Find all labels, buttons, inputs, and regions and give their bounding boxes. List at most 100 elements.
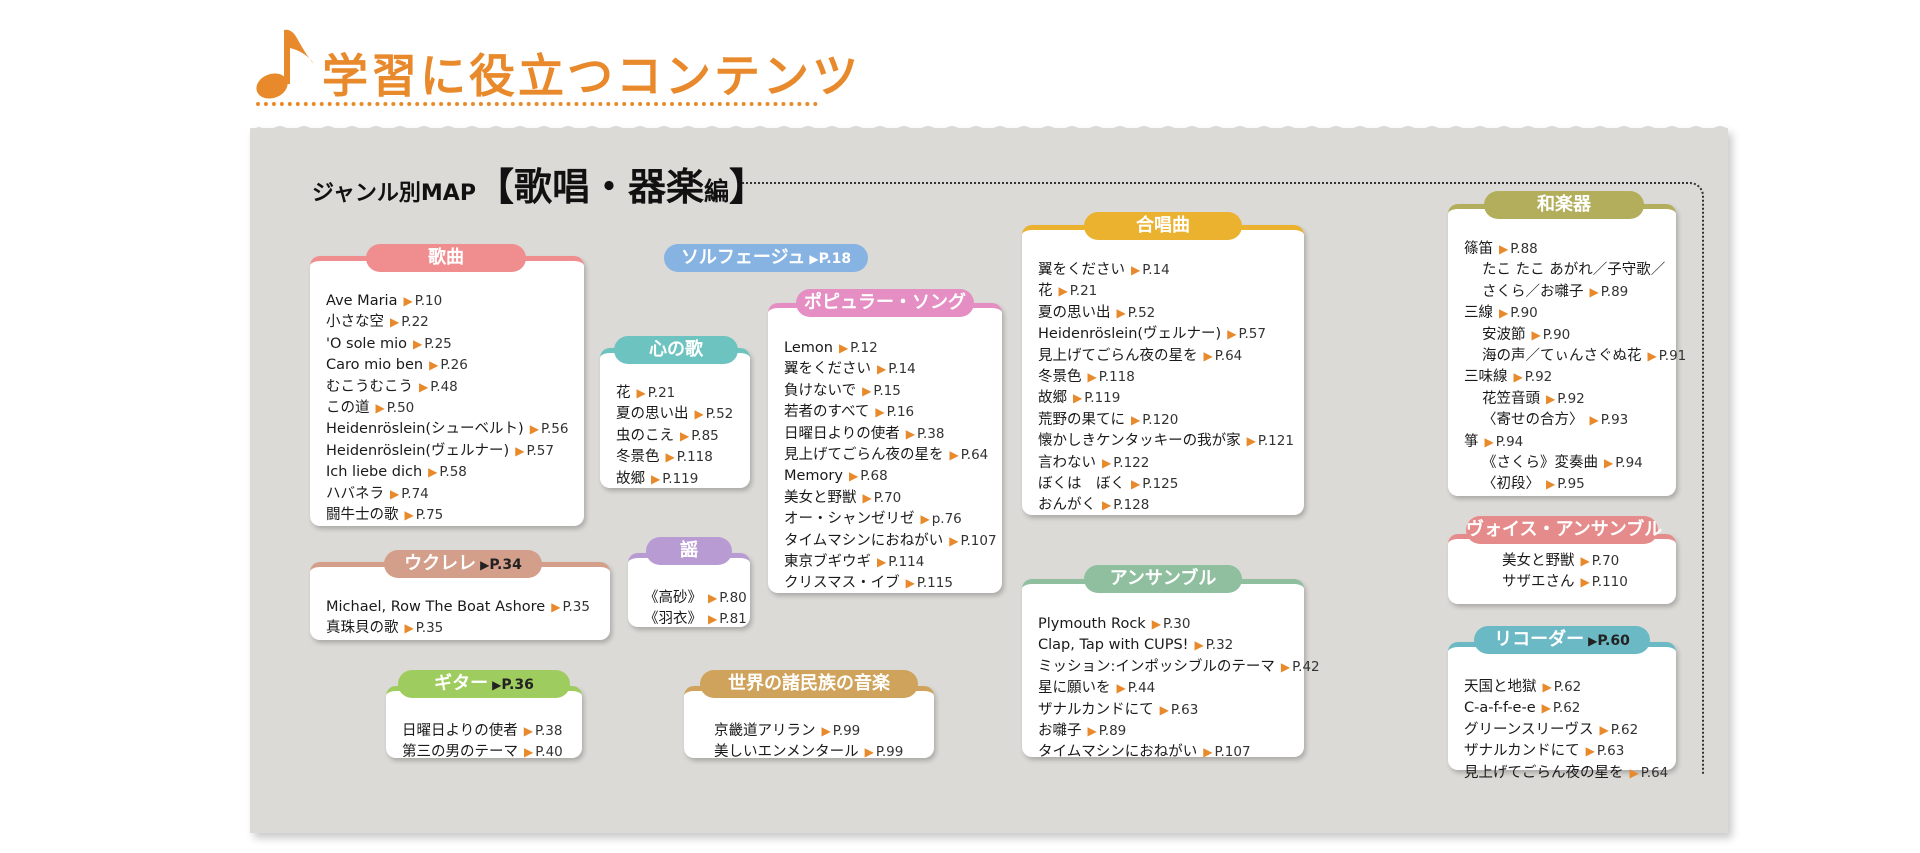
section-voice-label: ヴォイス・アンサンブル — [1466, 516, 1662, 544]
utai-list: 《高砂》▶P.80《羽衣》▶P.81 — [644, 588, 747, 631]
page-ref: P.121 — [1257, 433, 1294, 450]
list-item: 東京ブギウギ▶P.114 — [784, 552, 996, 573]
list-item: ぼくは ぼく▶P.125 — [1038, 474, 1298, 495]
page-ref: P.57 — [1238, 326, 1266, 343]
list-item: 第三の男のテーマ▶P.40 — [402, 742, 576, 763]
arrow-icon: ▶ — [694, 407, 704, 422]
page-ref: P.110 — [1591, 574, 1628, 591]
list-item: 〈寄せの合方〉▶P.93 — [1464, 410, 1670, 431]
list-item: 故郷▶P.119 — [616, 469, 744, 490]
section-recorder-label: リコーダー▶P.60 — [1474, 626, 1650, 654]
list-item: 天国と地獄▶P.62 — [1464, 677, 1670, 698]
item-name: 海の声／てぃんさぐぬ花 — [1482, 348, 1642, 365]
section-ensemble-title: アンサンブル — [1109, 568, 1217, 589]
page-ref: P.63 — [1596, 743, 1625, 760]
list-item: 海の声／てぃんさぐぬ花▶P.91 — [1464, 346, 1686, 367]
item-name: 言わない — [1038, 454, 1096, 471]
item-name: タイムマシンにおねがい — [784, 532, 944, 549]
arrow-icon: ▶ — [529, 422, 539, 437]
item-name: 三線 — [1464, 305, 1493, 322]
page-ref: P.35 — [415, 620, 444, 637]
list-item: タイムマシンにおねがい▶P.107 — [1038, 742, 1298, 763]
map-title-prefix: ジャンル別MAP — [312, 181, 476, 206]
paper-torn-edge — [250, 126, 1728, 136]
arrow-icon: ▶ — [524, 745, 534, 760]
item-name: 虫のこえ — [616, 427, 674, 444]
page-ref: P.70 — [873, 489, 902, 506]
list-item: 《羽衣》▶P.81 — [644, 609, 747, 630]
section-recorder-title: リコーダー — [1494, 629, 1585, 650]
arrow-icon: ▶ — [1513, 370, 1523, 385]
section-solfege-page: P.18 — [818, 251, 852, 267]
page-ref: P.21 — [1069, 283, 1098, 300]
list-item: 日曜日よりの使者▶P.38 — [784, 424, 996, 445]
arrow-icon: ▶ — [390, 315, 400, 330]
page-ref: P.32 — [1205, 637, 1234, 654]
item-name: 負けないで — [784, 382, 857, 399]
page-ref: P.14 — [1142, 262, 1170, 278]
page-ref: P.80 — [719, 590, 747, 606]
list-item: C-a-f-f-e-e▶P.62 — [1464, 698, 1670, 719]
section-popular-title: ポピュラー・ソング — [804, 292, 966, 313]
page-ref: P.12 — [850, 340, 878, 356]
list-item: 美女と野獣▶P.70 — [1502, 551, 1670, 572]
page-ref: P.64 — [1640, 764, 1669, 781]
list-item: 美しいエンメンタール▶P.99 — [714, 742, 928, 763]
item-name: 夏の思い出 — [1038, 304, 1111, 321]
list-item: たこ たこ あがれ／子守歌／ — [1464, 260, 1670, 281]
list-item: 真珠貝の歌▶P.35 — [326, 618, 604, 639]
arrow-icon: ▶ — [375, 401, 385, 416]
item-name: サザエさん — [1502, 574, 1575, 591]
list-item: 《さくら》変奏曲▶P.94 — [1464, 453, 1670, 474]
item-name: 篠笛 — [1464, 241, 1493, 257]
arrow-icon: ▶ — [523, 724, 533, 738]
page-ref: P.25 — [424, 335, 452, 352]
page-ref: P.62 — [1552, 700, 1581, 717]
page-ref: P.42 — [1292, 658, 1320, 675]
item-name: 懐かしきケンタッキーの我が家 — [1038, 433, 1241, 450]
list-item: 〈初段〉▶P.95 — [1464, 474, 1670, 495]
arrow-icon: ▶ — [1542, 680, 1552, 694]
arrow-icon: ▶ — [1087, 724, 1097, 739]
arrow-icon: ▶ — [1580, 575, 1590, 590]
list-item: ミッション:インポッシブルのテーマ▶P.42 — [1038, 657, 1320, 678]
arrow-icon: ▶ — [1151, 617, 1161, 631]
arrow-icon: ▶ — [1484, 434, 1494, 449]
page-ref: P.107 — [1214, 744, 1251, 761]
arrow-icon: ▶ — [1102, 498, 1112, 513]
list-item: Heidenröslein(ヴェルナー)▶P.57 — [326, 441, 578, 462]
list-item: Heidenröslein(ヴェルナー)▶P.57 — [1038, 324, 1298, 345]
list-item: Caro mio ben▶P.26 — [326, 355, 578, 376]
page-ref: P.95 — [1557, 476, 1585, 493]
arrow-icon: ▶ — [877, 362, 887, 377]
arrow-icon: ▶ — [1203, 348, 1213, 363]
page-ref: P.35 — [562, 599, 590, 615]
arrow-icon: ▶ — [1203, 745, 1213, 760]
item-name: さくら／お囃子 — [1482, 283, 1584, 300]
section-voice: 美女と野獣▶P.70 サザエさん ▶P.110 — [1448, 534, 1676, 604]
list-item: ザナルカンドにて▶P.63 — [1038, 700, 1298, 721]
arrow-icon: ▶ — [1131, 477, 1141, 492]
list-item: ハバネラ▶P.74 — [326, 484, 578, 505]
page-header: 学習に役立つコンテンツ — [250, 18, 858, 108]
item-name: 若者のすべて — [784, 404, 870, 421]
arrow-icon: ▶ — [1647, 349, 1657, 364]
list-item: この道▶P.50 — [326, 398, 578, 419]
item-name: Ave Maria — [326, 293, 398, 309]
arrow-icon: ▶ — [1531, 327, 1541, 342]
item-name: Heidenröslein(シューベルト) — [326, 421, 524, 438]
list-item: 京畿道アリラン▶P.99 — [714, 721, 928, 742]
page-ref: P.118 — [676, 449, 713, 466]
section-wagakki-title: 和楽器 — [1537, 194, 1591, 215]
list-item: 星に願いを▶P.44 — [1038, 678, 1298, 699]
list-item: 花笠音頭▶P.92 — [1464, 389, 1670, 410]
item-name: Caro mio ben — [326, 357, 424, 374]
arrow-icon: ▶ — [905, 576, 915, 591]
